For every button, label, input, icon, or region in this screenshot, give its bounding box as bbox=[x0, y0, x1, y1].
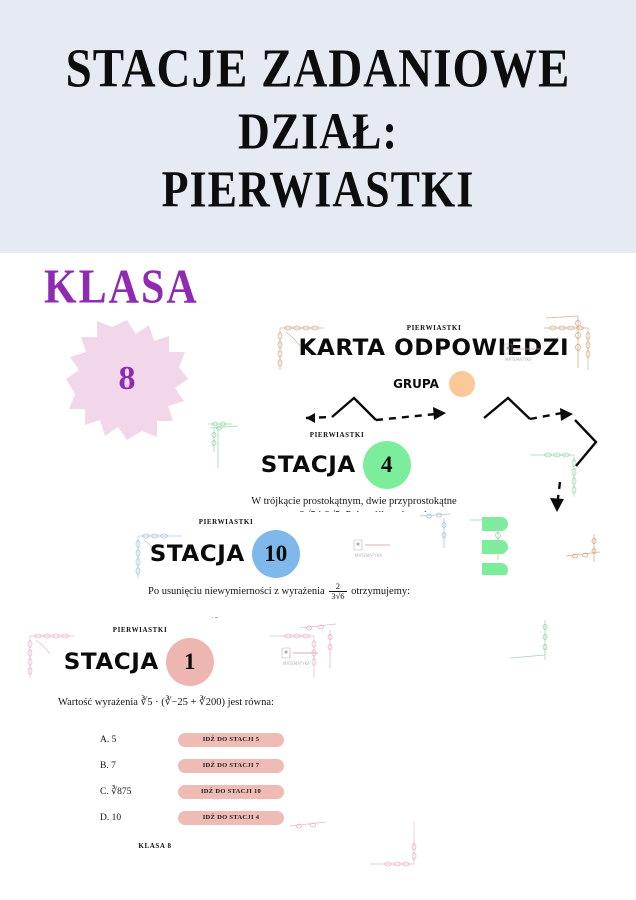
go-to-station-button[interactable]: IDŹ DO STACJI 4 bbox=[178, 810, 284, 825]
station-1-title: STACJA bbox=[63, 649, 160, 675]
grupa-label: GRUPA bbox=[393, 377, 439, 391]
station-10-number: 10 bbox=[251, 530, 300, 578]
answer-value: 10 bbox=[111, 812, 122, 823]
station-10-question-pre: Po usunięciu niewymierności z wyrażenia bbox=[148, 585, 325, 597]
fraction-denominator: 3√6 bbox=[331, 590, 345, 601]
card-kicker: PIERWIASTKI bbox=[406, 324, 462, 332]
svg-text:MATEMATYKA: MATEMATYKA bbox=[505, 357, 532, 362]
answer-value: 7 bbox=[111, 760, 116, 771]
go-to-station-button[interactable]: IDŹ DO STACJI 5 bbox=[178, 732, 284, 747]
botanical-corner-icon bbox=[274, 320, 328, 374]
botanical-corner-icon bbox=[526, 447, 580, 501]
answer-row: B. 7 IDŹ DO STACJI 7 bbox=[100, 756, 420, 775]
station-4-number: 4 bbox=[362, 441, 411, 489]
answer-text: C. ∛875 bbox=[100, 786, 178, 797]
station-10-question-post: otrzymujemy: bbox=[351, 585, 411, 597]
matematyka-logo: MATEMATYKA bbox=[502, 342, 544, 364]
botanical-corner-icon bbox=[540, 320, 594, 374]
answer-label: B. bbox=[100, 760, 109, 771]
fraction-numerator: 2 bbox=[329, 582, 347, 592]
card-footer: KLASA 8 bbox=[138, 842, 172, 850]
answer-label: A. bbox=[100, 734, 110, 745]
klasa-badge: 8 bbox=[66, 318, 188, 440]
answer-label: D. bbox=[100, 812, 110, 823]
botanical-corner-icon bbox=[132, 528, 186, 582]
station-1-question-post: jest równa: bbox=[227, 697, 274, 708]
klasa-label: KLASA bbox=[44, 261, 199, 315]
station-1-question-expression: ∛5 · (∛−25 + ∛200) bbox=[140, 697, 225, 708]
station-4-title: STACJA bbox=[260, 452, 357, 478]
station-1-question-pre: Wartość wyrażenia bbox=[58, 697, 138, 708]
card-station-1[interactable]: PIERWIASTKI STACJA 1 MATEMATYKA Wartość … bbox=[20, 618, 440, 876]
header-title-line-2: DZIAŁ: bbox=[237, 102, 399, 160]
matematyka-logo: MATEMATYKA bbox=[280, 646, 322, 668]
station-10-fraction: 2 3√6 bbox=[329, 582, 347, 601]
answer-value: 5 bbox=[111, 734, 117, 745]
matematyka-logo: MATEMATYKA bbox=[352, 538, 394, 560]
klasa-number: 8 bbox=[118, 360, 136, 397]
answer-row: D. 10 IDŹ DO STACJI 4 bbox=[100, 808, 420, 827]
svg-text:MATEMATYKA: MATEMATYKA bbox=[355, 553, 382, 558]
card-kicker: PIERWIASTKI bbox=[309, 431, 365, 439]
answer-row: A. 5 IDŹ DO STACJI 5 bbox=[100, 730, 420, 749]
answer-row: C. ∛875 IDŹ DO STACJI 10 bbox=[100, 782, 420, 801]
station-1-question: Wartość wyrażenia ∛5 · (∛−25 + ∛200) jes… bbox=[58, 696, 320, 710]
station-1-answers: A. 5 IDŹ DO STACJI 5 B. 7 IDŹ DO STACJI … bbox=[100, 730, 420, 834]
header-banner: STACJE ZADANIOWE DZIAŁ: PIERWIASTKI bbox=[0, 0, 636, 253]
leaf-sprig-icon bbox=[509, 620, 548, 660]
starburst-icon bbox=[66, 320, 188, 440]
answer-text: D. 10 bbox=[100, 813, 178, 823]
card-kicker: PIERWIASTKI bbox=[112, 626, 168, 634]
go-to-station-button[interactable]: IDŹ DO STACJI 10 bbox=[178, 784, 284, 799]
botanical-corner-icon bbox=[366, 818, 420, 872]
grupa-circle[interactable] bbox=[448, 371, 475, 397]
card-kicker: PIERWIASTKI bbox=[198, 518, 254, 526]
header-title-line-3: PIERWIASTKI bbox=[161, 160, 475, 219]
go-to-station-button[interactable]: IDŹ DO STACJI 7 bbox=[178, 758, 284, 773]
answer-text: A. 5 bbox=[100, 735, 178, 745]
station-1-number: 1 bbox=[165, 638, 214, 686]
svg-text:MATEMATYKA: MATEMATYKA bbox=[283, 661, 310, 666]
station-10-title: STACJA bbox=[149, 541, 246, 567]
answer-label: C. bbox=[100, 787, 109, 797]
botanical-corner-icon bbox=[24, 628, 78, 682]
answer-text: B. 7 bbox=[100, 761, 178, 771]
station-10-question: Po usunięciu niewymierności z wyrażenia … bbox=[140, 582, 412, 601]
answer-value: ∛875 bbox=[111, 787, 132, 797]
header-title-line-1: STACJE ZADANIOWE bbox=[65, 37, 571, 100]
